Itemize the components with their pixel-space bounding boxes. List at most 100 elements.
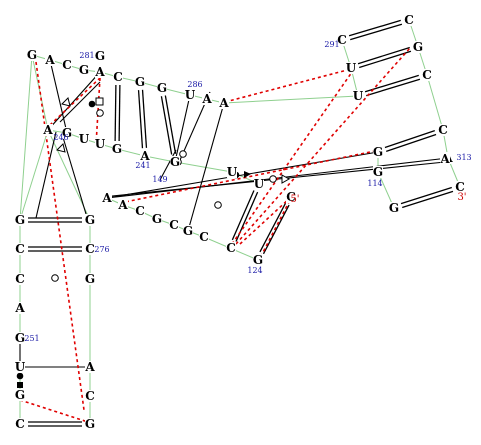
- nucleotide-background: [85, 390, 95, 402]
- nucleotide: C: [199, 230, 209, 244]
- three-prime-end-label: 3': [457, 192, 466, 203]
- nucleotide-background: [157, 82, 167, 94]
- nucleotide: U: [95, 137, 106, 151]
- nucleotide: G: [15, 388, 25, 402]
- nucleotide: C: [113, 70, 123, 84]
- nucleotide-background: [227, 166, 237, 178]
- nucleotide-background: [152, 213, 162, 225]
- base-pair-line: [384, 130, 435, 149]
- nucleotide: G: [157, 81, 167, 95]
- position-number-251: 251: [24, 334, 39, 343]
- base-pair-line: [357, 46, 410, 65]
- tertiary-interaction-line: [159, 149, 177, 181]
- nucleotide-background: [389, 202, 399, 214]
- nucleotide-background: [45, 54, 55, 66]
- filled-circle-symbol: [88, 100, 96, 108]
- position-number-291: 291: [324, 40, 339, 49]
- nucleotide-background: [15, 273, 25, 285]
- nucleotide-background: [43, 124, 53, 136]
- nucleotide-background: [15, 214, 25, 226]
- nucleotide: U: [79, 132, 90, 146]
- base-pair-line: [364, 74, 419, 93]
- nucleotide-background: [226, 242, 236, 254]
- position-number-246: 246: [53, 133, 68, 142]
- open-circle-symbol: [214, 201, 222, 209]
- nucleotide: C: [422, 68, 432, 82]
- base-pair-line: [402, 190, 454, 209]
- filled-circle-symbol: [16, 372, 24, 380]
- nucleotide: G: [15, 213, 25, 227]
- nucleotide: C: [169, 218, 179, 232]
- nucleotide: A: [84, 360, 95, 374]
- nucleotide-background: [85, 361, 95, 373]
- tertiary-interaction-line: [174, 94, 191, 163]
- nucleotide-background: [373, 146, 383, 158]
- nucleotide-background: [413, 41, 423, 53]
- nucleotide: G: [373, 145, 383, 159]
- base-pair-line: [262, 204, 290, 255]
- nucleotide: A: [14, 301, 25, 315]
- nucleotide: C: [15, 417, 25, 431]
- base-pair-line: [160, 96, 173, 155]
- nucleotide: A: [218, 96, 229, 110]
- nucleotide-background: [118, 199, 128, 211]
- base-pair-line: [259, 202, 287, 253]
- nucleotide: C: [135, 204, 145, 218]
- nucleotide: U: [185, 88, 196, 102]
- nucleotide: G: [152, 212, 162, 226]
- filled-square-symbol: [17, 382, 23, 388]
- backbone-link: [19, 129, 49, 221]
- nucleotide: C: [455, 180, 465, 194]
- nucleotide-background: [422, 69, 432, 81]
- nucleotide: G: [95, 49, 105, 63]
- nucleotide-background: [438, 124, 448, 136]
- nucleotide-background: [62, 127, 72, 139]
- nucleotide-background: [15, 302, 25, 314]
- nucleotide-background: [27, 49, 37, 61]
- nucleotide: U: [15, 360, 26, 374]
- pseudoknot-line: [239, 197, 291, 245]
- nucleotide-background: [185, 89, 195, 101]
- nucleotide: C: [85, 389, 95, 403]
- nucleotide-background: [135, 205, 145, 217]
- nucleotide: G: [85, 272, 95, 286]
- tertiary-interaction-line: [35, 131, 57, 219]
- nucleotide-background: [79, 133, 89, 145]
- nucleotide: C: [337, 33, 347, 47]
- nucleotide: G: [15, 331, 25, 345]
- position-number-114: 114: [367, 179, 382, 188]
- nucleotide-background: [85, 243, 95, 255]
- five-prime-end-label: 5': [290, 194, 299, 205]
- open-triangle-symbol: [61, 97, 71, 107]
- open-square-symbol: [95, 97, 104, 106]
- nucleotide-background: [85, 273, 95, 285]
- nucleotide-background: [337, 34, 347, 46]
- nucleotide-background: [373, 166, 383, 178]
- base-pair-line: [400, 186, 452, 205]
- nucleotide-background: [183, 225, 193, 237]
- nucleotide-background: [15, 418, 25, 430]
- nucleotide: C: [85, 242, 95, 256]
- position-number-124: 124: [247, 266, 262, 275]
- nucleotide: G: [79, 63, 89, 77]
- nucleotide-background: [135, 76, 145, 88]
- nucleotide-background: [79, 64, 89, 76]
- nucleotide: C: [226, 241, 236, 255]
- position-number-276: 276: [94, 245, 109, 254]
- pseudoknot-line: [19, 399, 89, 423]
- base-pair-line: [359, 50, 412, 69]
- base-pair-line: [386, 133, 437, 152]
- nucleotide: G: [170, 155, 180, 169]
- nucleotide: A: [42, 123, 53, 137]
- nucleotide: U: [227, 165, 238, 179]
- nucleotide: A: [201, 92, 212, 106]
- interaction-symbol-layer: [16, 97, 291, 388]
- tertiary-interaction-line: [49, 59, 68, 134]
- nucleotide-background: [95, 50, 105, 62]
- nucleotide-background: [169, 219, 179, 231]
- base-pair-line: [141, 89, 148, 148]
- nucleotide: U: [346, 61, 357, 75]
- position-number-149: 149: [152, 175, 167, 184]
